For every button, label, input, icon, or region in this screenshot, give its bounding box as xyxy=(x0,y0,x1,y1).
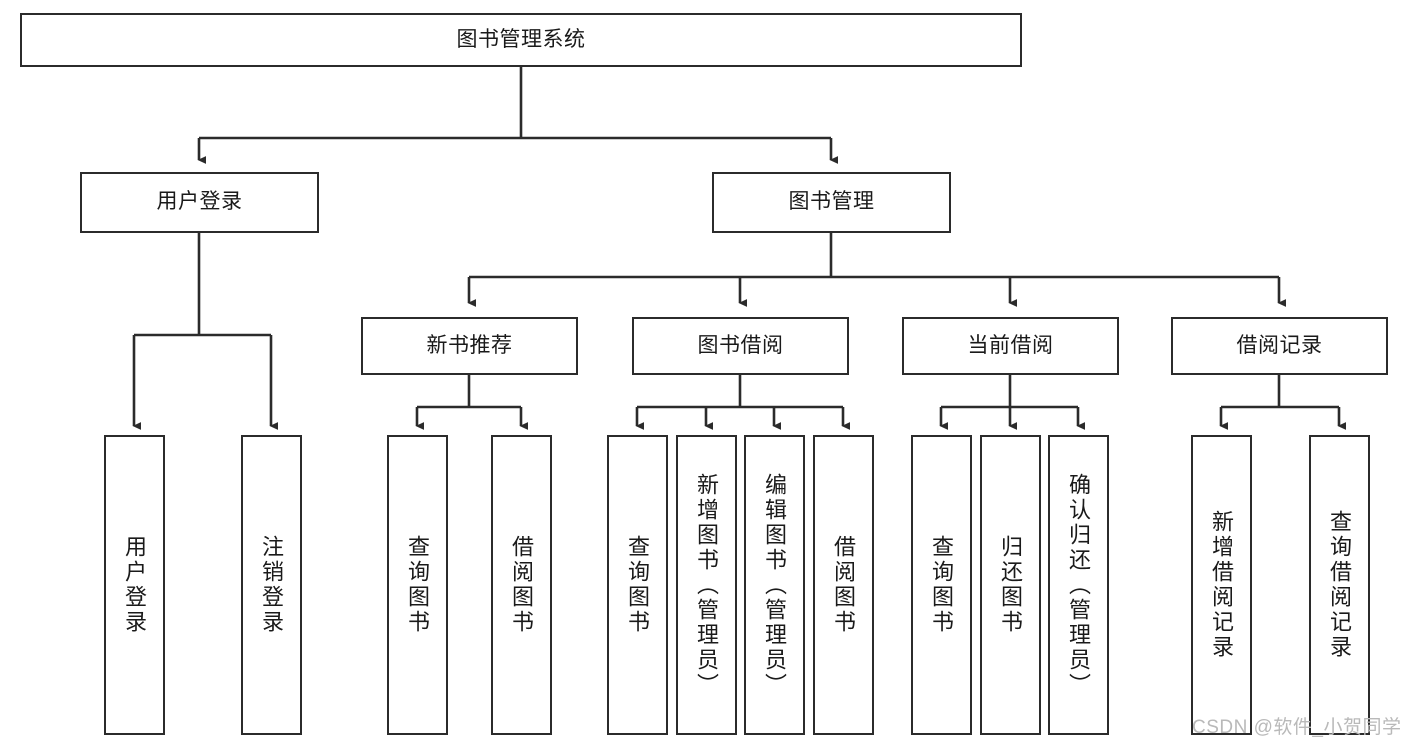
node-new-book-recommend[interactable]: 新书推荐 xyxy=(361,317,578,375)
leaf-confirm-return-label: 确认归还（管理员） xyxy=(1066,472,1092,698)
csdn-watermark-text: CSDN @软件_小贺同学 xyxy=(1192,717,1402,738)
node-current-borrow[interactable]: 当前借阅 xyxy=(902,317,1119,375)
leaf-borrow-book-2-label: 借阅图书 xyxy=(831,535,857,635)
leaf-add-book-label: 新增图书（管理员） xyxy=(694,472,720,698)
leaf-query-book-1-label: 查询图书 xyxy=(405,535,431,635)
node-user-login-label: 用户登录 xyxy=(156,190,243,214)
node-book-borrow-label: 图书借阅 xyxy=(697,333,784,357)
leaf-confirm-return[interactable]: 确认归还（管理员） xyxy=(1048,435,1109,735)
leaf-user-login-label: 用户登录 xyxy=(122,535,148,635)
leaf-query-book-1[interactable]: 查询图书 xyxy=(387,435,448,735)
leaf-add-record[interactable]: 新增借阅记录 xyxy=(1191,435,1252,735)
node-book-management[interactable]: 图书管理 xyxy=(712,172,951,233)
leaf-borrow-book-1[interactable]: 借阅图书 xyxy=(491,435,552,735)
leaf-borrow-book-2[interactable]: 借阅图书 xyxy=(813,435,874,735)
node-book-borrow[interactable]: 图书借阅 xyxy=(632,317,849,375)
leaf-return-book[interactable]: 归还图书 xyxy=(980,435,1041,735)
leaf-query-book-2[interactable]: 查询图书 xyxy=(607,435,668,735)
node-borrow-record[interactable]: 借阅记录 xyxy=(1171,317,1388,375)
leaf-logout-login[interactable]: 注销登录 xyxy=(241,435,302,735)
node-user-login[interactable]: 用户登录 xyxy=(80,172,319,233)
leaf-logout-login-label: 注销登录 xyxy=(259,535,285,635)
leaf-query-book-2-label: 查询图书 xyxy=(625,535,651,635)
leaf-add-book[interactable]: 新增图书（管理员） xyxy=(676,435,737,735)
leaf-add-record-label: 新增借阅记录 xyxy=(1209,510,1235,660)
leaf-query-record[interactable]: 查询借阅记录 xyxy=(1309,435,1370,735)
leaf-query-record-label: 查询借阅记录 xyxy=(1327,510,1353,660)
node-borrow-record-label: 借阅记录 xyxy=(1236,333,1323,357)
leaf-edit-book[interactable]: 编辑图书（管理员） xyxy=(744,435,805,735)
node-root-label: 图书管理系统 xyxy=(456,27,586,51)
leaf-return-book-label: 归还图书 xyxy=(998,535,1024,635)
node-current-borrow-label: 当前借阅 xyxy=(967,333,1054,357)
node-new-book-recommend-label: 新书推荐 xyxy=(426,333,513,357)
leaf-user-login[interactable]: 用户登录 xyxy=(104,435,165,735)
leaf-borrow-book-1-label: 借阅图书 xyxy=(509,535,535,635)
node-book-management-label: 图书管理 xyxy=(788,190,875,214)
node-root[interactable]: 图书管理系统 xyxy=(20,13,1022,67)
leaf-query-book-3-label: 查询图书 xyxy=(929,535,955,635)
leaf-edit-book-label: 编辑图书（管理员） xyxy=(762,472,788,698)
leaf-query-book-3[interactable]: 查询图书 xyxy=(911,435,972,735)
csdn-watermark: CSDN @软件_小贺同学 xyxy=(1192,712,1401,739)
